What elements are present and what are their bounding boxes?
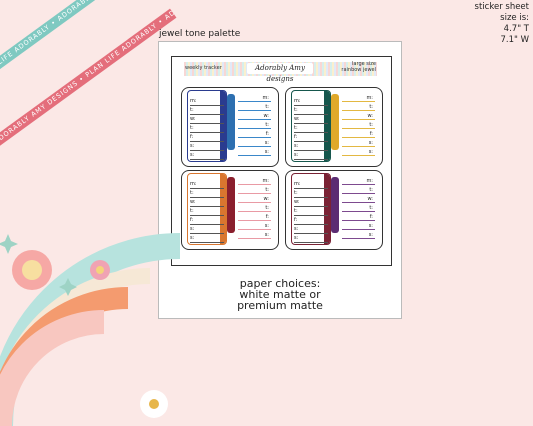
day-row-left: s: (190, 142, 224, 151)
day-row-right: t: (238, 186, 271, 194)
sticker-info-line-4: 7.1" W (500, 35, 529, 45)
notebook-illustration: m:t:w:t:f:s:s: (187, 173, 227, 245)
paper-choices-line-1: paper choices: (239, 277, 321, 290)
palette-label: jewel tone palette (159, 29, 241, 39)
pen-icon (331, 94, 339, 150)
day-row-left: m: (294, 180, 328, 189)
day-row-left: s: (294, 151, 328, 160)
day-row-left: s: (294, 225, 328, 234)
sticker-sheet-card: weekly tracker Adorably Amy designs larg… (158, 41, 402, 319)
day-row-left: s: (190, 225, 224, 234)
day-row-right: f: (342, 130, 375, 138)
day-row-left: w: (294, 115, 328, 124)
pen-icon (331, 177, 339, 233)
day-row-left: f: (190, 133, 224, 142)
day-row-right: f: (238, 213, 271, 221)
day-row-right: t: (342, 204, 375, 212)
sticker-1: m:t:w:t:f:s:s:m:t:w:t:f:s:s: (181, 87, 279, 167)
day-row-left: t: (190, 207, 224, 216)
day-row-left: f: (294, 133, 328, 142)
day-row-left: f: (294, 216, 328, 225)
sticker-size-info: sticker sheet size is: 4.7" T 7.1" W (475, 2, 529, 46)
day-row-right: t: (238, 103, 271, 111)
sticker-info-line-1: sticker sheet (474, 2, 529, 12)
day-row-right: f: (238, 130, 271, 138)
day-row-left: t: (294, 189, 328, 198)
flower-icon (90, 260, 110, 280)
notebook-cover (324, 91, 330, 161)
smiley-flower-icon (12, 250, 52, 290)
notebook-cover (220, 174, 226, 244)
paper-choices-line-2: white matte or (239, 288, 321, 301)
day-row-left: t: (294, 207, 328, 216)
notebook-illustration: m:t:w:t:f:s:s: (187, 90, 227, 162)
day-row-right: s: (238, 139, 271, 147)
day-row-right: m: (238, 177, 271, 185)
day-row-right: t: (238, 204, 271, 212)
notebook-cover (220, 91, 226, 161)
brand-logo: Adorably Amy designs (247, 63, 313, 83)
day-row-right: f: (342, 213, 375, 221)
day-row-right: t: (238, 121, 271, 129)
day-row-right: t: (342, 186, 375, 194)
rainbow-arcs (0, 233, 181, 426)
notebook-cover (324, 174, 330, 244)
day-row-right: m: (238, 94, 271, 102)
day-row-right: s: (238, 231, 271, 239)
day-row-left: m: (294, 97, 328, 106)
day-row-left: s: (294, 234, 328, 243)
day-row-left: s: (190, 234, 224, 243)
rainbow-illustration (0, 233, 181, 426)
pen-icon (227, 177, 235, 233)
ribbon-bottom: ADORABLY AMY DESIGNS • PLAN LIFE ADORABL… (0, 8, 177, 147)
day-row-right: s: (238, 148, 271, 156)
day-row-left: s: (294, 142, 328, 151)
notebook-illustration: m:t:w:t:f:s:s: (291, 90, 331, 162)
day-row-right: s: (342, 222, 375, 230)
day-row-left: f: (190, 216, 224, 225)
day-row-right: w: (238, 195, 271, 203)
day-row-left: t: (294, 124, 328, 133)
day-row-left: t: (190, 106, 224, 115)
day-row-right: s: (342, 231, 375, 239)
sticker-2: m:t:w:t:f:s:s:m:t:w:t:f:s:s: (285, 87, 383, 167)
sticker-3: m:t:w:t:f:s:s:m:t:w:t:f:s:s: (181, 170, 279, 250)
sheet-right-title-2: rainbow jewel (341, 66, 376, 73)
day-row-left: t: (190, 189, 224, 198)
day-row-right: t: (342, 121, 375, 129)
day-row-right: s: (238, 222, 271, 230)
paper-choices-line-3: premium matte (237, 299, 323, 312)
day-row-right: w: (342, 112, 375, 120)
sticker-info-line-2: size is: (500, 13, 529, 23)
day-row-left: t: (190, 124, 224, 133)
sticker-info-line-3: 4.7" T (503, 24, 529, 34)
sticker-4: m:t:w:t:f:s:s:m:t:w:t:f:s:s: (285, 170, 383, 250)
day-row-right: t: (342, 103, 375, 111)
day-row-right: m: (342, 94, 375, 102)
sticker-sheet: weekly tracker Adorably Amy designs larg… (171, 56, 392, 266)
day-row-right: w: (342, 195, 375, 203)
sheet-right-title-1: large size (352, 61, 376, 67)
day-row-left: t: (294, 106, 328, 115)
day-row-right: s: (342, 139, 375, 147)
sheet-header-strip: weekly tracker Adorably Amy designs larg… (184, 61, 377, 83)
day-row-left: w: (190, 198, 224, 207)
day-row-left: w: (190, 115, 224, 124)
daisy-icon (140, 390, 168, 418)
day-row-right: s: (342, 148, 375, 156)
day-row-left: m: (190, 97, 224, 106)
day-row-right: m: (342, 177, 375, 185)
sheet-left-title: weekly tracker (185, 65, 222, 71)
sparkle-icon (0, 234, 77, 296)
notebook-illustration: m:t:w:t:f:s:s: (291, 173, 331, 245)
pen-icon (227, 94, 235, 150)
day-row-left: w: (294, 198, 328, 207)
paper-choices: paper choices: white matte or premium ma… (159, 278, 401, 311)
sheet-right-title: large size rainbow jewel (341, 61, 376, 73)
day-row-left: s: (190, 151, 224, 160)
day-row-left: m: (190, 180, 224, 189)
day-row-right: w: (238, 112, 271, 120)
